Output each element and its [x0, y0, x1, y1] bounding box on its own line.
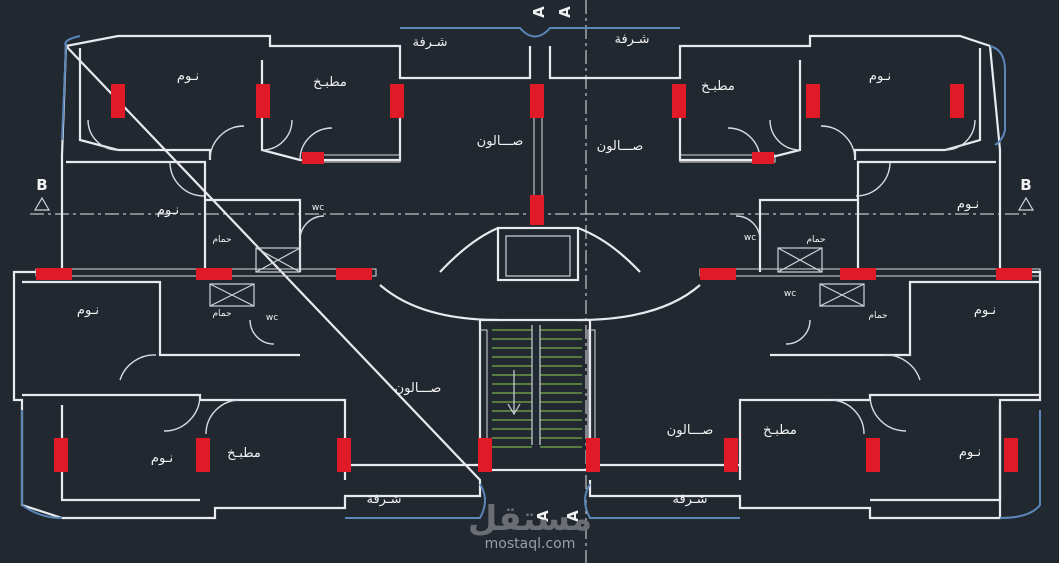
door-swing-2	[209, 125, 245, 161]
stair-handrail	[507, 325, 541, 445]
door-swing-12	[163, 394, 201, 432]
label-kitchen-3: مطبـخ	[227, 446, 261, 461]
door-swing-20	[785, 319, 811, 345]
column-15	[840, 268, 876, 280]
door-swing-6	[769, 119, 801, 151]
column-11	[36, 268, 72, 280]
column-20	[478, 438, 492, 472]
door-swing-18	[735, 215, 761, 241]
section-marker-a-bottom-2: A	[564, 510, 582, 522]
door-swing-3	[261, 119, 293, 151]
column-9	[302, 152, 324, 164]
label-bedroom-4: نـوم	[957, 197, 979, 212]
column-12	[196, 268, 232, 280]
door-swing-1	[87, 119, 119, 151]
door-swing-16	[829, 399, 865, 435]
column-18	[196, 438, 210, 472]
column-16	[996, 268, 1032, 280]
label-balcony-2: شـرفة	[614, 32, 649, 47]
label-bedroom-5: نـوم	[77, 303, 99, 318]
door-swings	[87, 119, 976, 435]
label-salon-2: صـــالون	[597, 139, 644, 154]
label-bedroom-2: نـوم	[869, 69, 891, 84]
watermark-site: mostaql.com	[485, 536, 576, 552]
label-bath-4: حمام	[868, 311, 887, 321]
label-balcony-4: شـرفة	[672, 492, 707, 507]
label-salon-4: صـــالون	[667, 423, 714, 438]
label-bedroom-8: نـوم	[959, 445, 981, 460]
label-bedroom-6: نـوم	[974, 303, 996, 318]
door-swing-10	[855, 161, 891, 197]
column-4	[530, 84, 544, 118]
label-balcony-3: شـرفة	[366, 492, 401, 507]
column-1	[111, 84, 125, 118]
section-marker-a-top-2: A	[556, 6, 574, 18]
label-kitchen-2: مطبـخ	[701, 79, 735, 94]
column-24	[1004, 438, 1018, 472]
column-7	[806, 84, 820, 118]
section-marker-a-bottom-1: A	[534, 510, 552, 522]
column-23	[866, 438, 880, 472]
label-bedroom-7: نـوم	[151, 451, 173, 466]
door-swing-17	[299, 215, 325, 241]
column-8	[950, 84, 964, 118]
section-marker-a-top-1: A	[530, 6, 548, 18]
label-bath-1: حمام	[212, 235, 231, 245]
door-swing-14	[883, 354, 921, 381]
label-kitchen-1: مطبـخ	[313, 75, 347, 90]
label-wc-2: wc	[266, 313, 278, 323]
section-arrow-b-right	[1017, 196, 1035, 211]
column-10	[752, 152, 774, 164]
watermark-logo: مستقل	[468, 499, 592, 539]
wet-areas	[209, 247, 865, 307]
label-salon-3: صـــالون	[395, 381, 442, 396]
building-outline	[12, 34, 1042, 520]
label-wc-3: wc	[744, 233, 756, 243]
balconies	[21, 27, 1041, 519]
label-bath-2: حمام	[212, 309, 231, 319]
door-swing-11	[119, 354, 157, 381]
section-marker-b-left: B	[36, 176, 47, 194]
label-bedroom-3: نـوم	[157, 203, 179, 218]
staircase	[492, 325, 582, 448]
column-19	[337, 438, 351, 472]
label-bath-3: حمام	[806, 235, 825, 245]
column-17	[54, 438, 68, 472]
door-swing-13	[205, 399, 241, 435]
door-swing-19	[249, 319, 275, 345]
door-swing-5	[820, 125, 856, 161]
column-5	[530, 195, 544, 225]
column-13	[336, 268, 372, 280]
label-wc-4: wc	[784, 289, 796, 299]
door-swing-9	[169, 161, 205, 197]
door-swing-15	[869, 394, 907, 432]
column-21	[586, 438, 600, 472]
column-2	[256, 84, 270, 118]
label-kitchen-4: مطبـخ	[763, 423, 797, 438]
column-6	[672, 84, 686, 118]
label-balcony-1: شـرفة	[412, 35, 447, 50]
columns	[36, 84, 1032, 472]
column-22	[724, 438, 738, 472]
label-wc-1: wc	[312, 203, 324, 213]
column-14	[700, 268, 736, 280]
door-swing-4	[299, 127, 333, 161]
section-arrow-b-left	[33, 196, 51, 211]
label-salon-1: صـــالون	[477, 134, 524, 149]
label-bedroom-1: نـوم	[177, 69, 199, 84]
column-3	[390, 84, 404, 118]
door-swing-8	[944, 119, 976, 151]
section-marker-b-right: B	[1020, 176, 1031, 194]
